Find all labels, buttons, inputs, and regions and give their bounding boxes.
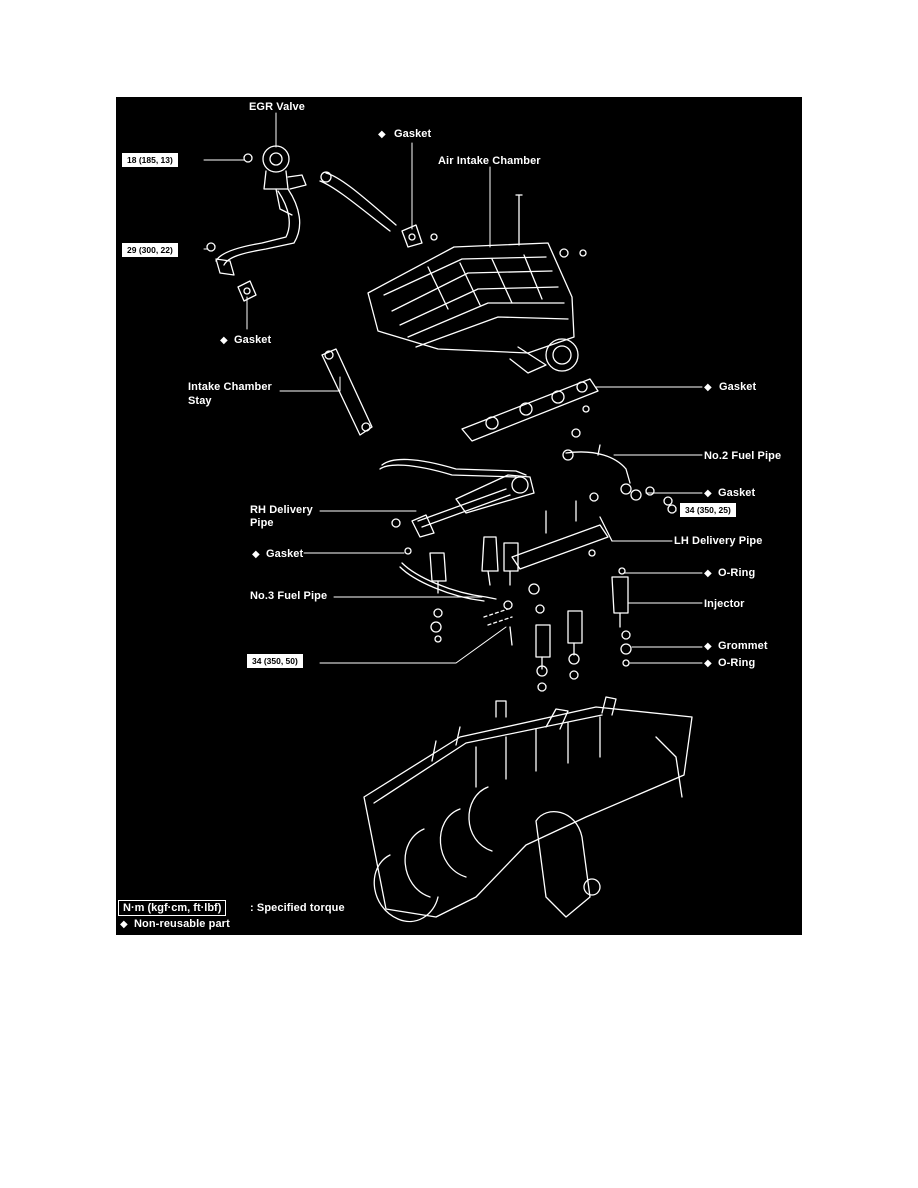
no3-fuel-pipe-torque-box: 34 (350, 50)	[247, 654, 303, 668]
air-intake-chamber-drawing	[367, 194, 587, 374]
lh-delivery-pipe-drawing	[511, 492, 613, 570]
egr-valve-torque-box: 18 (185, 13)	[122, 153, 178, 167]
intake-chamber-stay-label-1: Intake Chamber	[188, 381, 272, 393]
diamond-icon: ◆	[704, 658, 712, 669]
rh-delivery-pipe-label-1: RH Delivery	[250, 504, 313, 516]
engine-block-drawing	[363, 696, 693, 923]
grommet-label: Grommet	[718, 640, 768, 652]
diamond-icon: ◆	[704, 382, 712, 393]
intake-chamber-stay-label-2: Stay	[188, 395, 212, 407]
diamond-icon: ◆	[252, 549, 260, 560]
orings-grommets-drawing	[399, 496, 673, 692]
gasket-intake-label: Gasket	[719, 381, 757, 393]
rh-delivery-pipe-label-2: Pipe	[250, 517, 274, 529]
no3-fuel-pipe-label: No.3 Fuel Pipe	[250, 590, 328, 602]
intake-gasket-drawing	[461, 378, 599, 442]
injectors-drawing	[429, 536, 629, 670]
diamond-icon: ◆	[704, 488, 712, 499]
gasket-rh-label: Gasket	[266, 548, 304, 560]
legend-non-reusable: Non-reusable part	[134, 918, 230, 930]
injector-label: Injector	[704, 598, 745, 610]
legend-torque-unit-box: N·m (kgf·cm, ft·lbf)	[118, 900, 227, 916]
lh-delivery-pipe-label: LH Delivery Pipe	[674, 535, 763, 547]
air-intake-chamber-label: Air Intake Chamber	[438, 155, 541, 167]
o-ring-bottom-label: O-Ring	[718, 657, 756, 669]
gasket-egr-label: Gasket	[234, 334, 272, 346]
diamond-icon: ◆	[220, 335, 228, 346]
gasket-top-label: Gasket	[394, 128, 432, 140]
egr-pipe-torque-box: 29 (300, 22)	[122, 243, 178, 257]
no2-fuel-pipe-torque-box: 34 (350, 25)	[680, 503, 736, 517]
diamond-icon: ◆	[704, 641, 712, 652]
intake-chamber-stay-drawing	[321, 348, 373, 436]
egr-valve-label: EGR Valve	[249, 101, 305, 113]
exploded-parts-diagram: EGR Valve 18 (185, 13) ◆ Gasket Air Inta…	[116, 97, 802, 935]
rh-delivery-pipe-drawing	[379, 458, 535, 538]
egr-valve-drawing	[206, 145, 438, 302]
leader-lines	[203, 112, 703, 664]
diamond-icon: ◆	[704, 568, 712, 579]
legend-torque-desc: : Specified torque	[250, 902, 345, 914]
no2-fuel-pipe-label: No.2 Fuel Pipe	[704, 450, 782, 462]
diamond-icon: ◆	[378, 129, 386, 140]
diamond-icon: ◆	[120, 919, 128, 930]
no2-fuel-pipe-drawing	[562, 444, 677, 514]
o-ring-top-label: O-Ring	[718, 567, 756, 579]
gasket-no2-label: Gasket	[718, 487, 756, 499]
diagram-artwork	[203, 112, 703, 923]
